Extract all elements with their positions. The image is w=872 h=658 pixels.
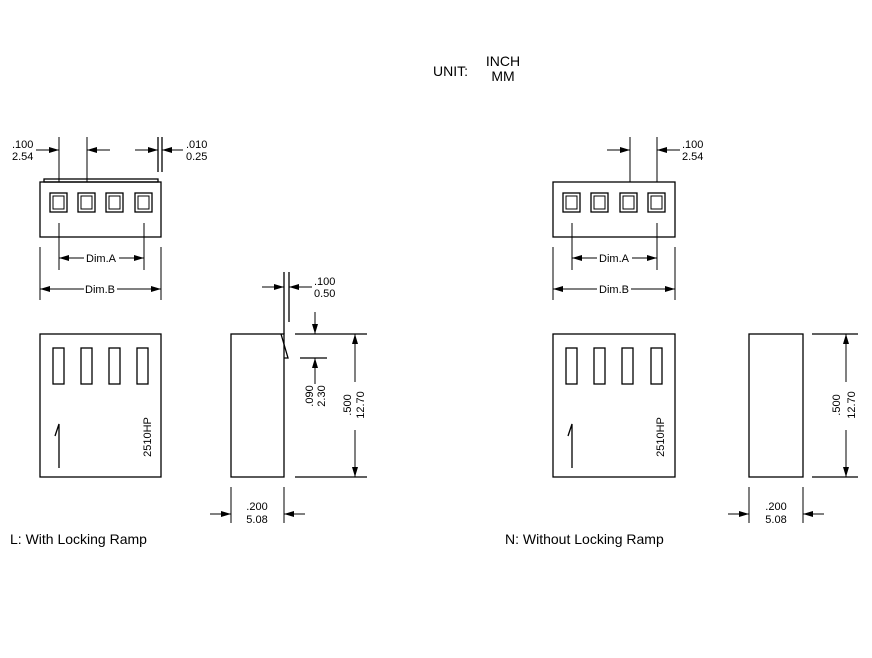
- left-dim-b: Dim.B: [85, 284, 115, 296]
- unit-label: UNIT:: [433, 63, 468, 79]
- left-lip-mm: 0.25: [186, 151, 207, 163]
- left-ramp-height-inch: .090: [304, 385, 316, 406]
- right-dim-a: Dim.A: [599, 253, 630, 265]
- right-height-inch: .500: [831, 394, 843, 415]
- left-pitch-inch: .100: [12, 139, 33, 151]
- left-marking: 2510HP: [142, 417, 154, 457]
- left-caption: L: With Locking Ramp: [10, 531, 147, 547]
- pin1-marker: [54, 423, 60, 468]
- unit-primary: INCH: [486, 53, 520, 69]
- left-front-view: 2510HP: [39, 333, 162, 478]
- unit-legend: UNIT: INCH MM: [433, 53, 520, 84]
- right-height-mm: 12.70: [846, 391, 858, 419]
- left-lip-inch: .010: [186, 139, 207, 151]
- left-height-inch: .500: [342, 394, 354, 415]
- right-front-view: 2510HP: [552, 333, 676, 478]
- pin-cavities: [49, 192, 153, 213]
- left-ramp-height-mm: 2.30: [316, 385, 328, 406]
- right-pitch-mm: 2.54: [682, 151, 703, 163]
- pin-cavities: [562, 192, 666, 213]
- left-top-view: .100 2.54 .010 0.25 Dim.A Dim.B: [12, 137, 207, 300]
- right-pitch-inch: .100: [682, 139, 703, 151]
- right-caption: N: Without Locking Ramp: [505, 531, 664, 547]
- right-depth-inch: .200: [765, 501, 786, 513]
- left-height-mm: 12.70: [355, 391, 367, 419]
- left-ramp-width-mm: 0.50: [314, 288, 335, 300]
- locking-ramp: [280, 333, 289, 359]
- left-dim-a: Dim.A: [86, 253, 117, 265]
- pin1-marker: [567, 423, 573, 468]
- left-ramp-width-inch: .100: [314, 276, 335, 288]
- right-marking: 2510HP: [655, 417, 667, 457]
- left-pitch-mm: 2.54: [12, 151, 33, 163]
- left-depth-inch: .200: [246, 501, 267, 513]
- right-top-view: .100 2.54 Dim.A Dim.B: [552, 137, 703, 300]
- right-dim-b: Dim.B: [599, 284, 629, 296]
- right-side-view: .500 12.70 .200 5.08: [728, 333, 858, 526]
- left-depth-mm: 5.08: [246, 514, 267, 526]
- left-side-view: .100 0.50 .090 2.30 .500 12.70 .200 5.08: [210, 272, 367, 526]
- unit-secondary: MM: [491, 68, 514, 84]
- right-depth-mm: 5.08: [765, 514, 786, 526]
